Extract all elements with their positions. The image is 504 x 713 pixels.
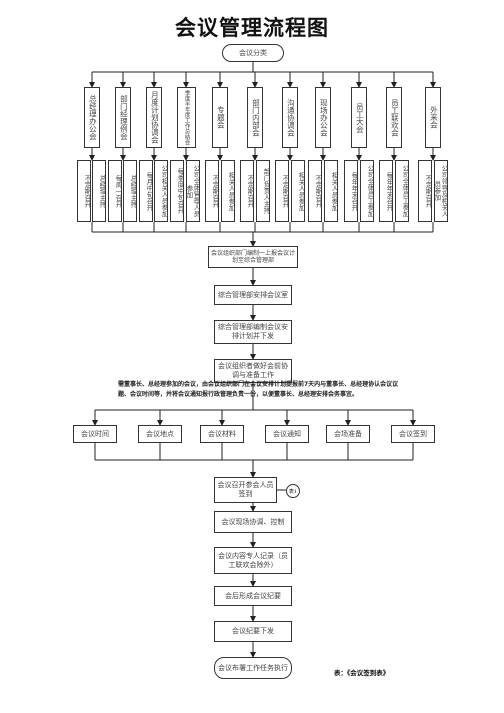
- leaf-node: 不定期召开: [77, 160, 91, 222]
- flow-step-onsite-control: 会议现场协调、控制: [214, 511, 292, 533]
- leaf-node: 不定期召开: [240, 160, 254, 222]
- flow-step-minutes-record: 会议内容专人记录（员工联欢会除外）: [214, 547, 292, 574]
- root-node: 会议分类: [222, 44, 284, 62]
- leaf-node: 部门负责人主持: [256, 160, 270, 222]
- leaf-node: 每月中旬召开: [139, 160, 153, 222]
- category-node: 部门经理例会: [115, 87, 131, 148]
- category-node: 员工联欢会: [386, 87, 402, 148]
- leaf-node: 公司全体管理人员参加: [185, 160, 200, 222]
- leaf-node: 每季度中旬召开: [170, 160, 184, 222]
- leaf-node: 公司全体员工参加: [395, 160, 409, 222]
- flow-step-meeting-start: 会议召开参会人员签到: [214, 477, 277, 503]
- category-node: 沟通协调会: [282, 87, 298, 148]
- preparation-note: 需董事长、总经理参加的会议，由会议组织部门在会议安排计划提报前7天内与董事长、总…: [118, 381, 399, 398]
- leaf-node: 不定期召开: [205, 160, 219, 222]
- prep-item-time: 会议时间: [73, 425, 117, 443]
- flow-step-arrange-room: 综合管理部安排会议室: [214, 285, 292, 305]
- flow-step-issue-minutes: 会议纪要下发: [214, 621, 292, 642]
- category-node: 员工大会: [351, 87, 367, 148]
- prep-item-signin: 会议签到: [391, 425, 435, 443]
- category-node: 外来会: [425, 87, 441, 148]
- leaf-node: 相关人员参加: [291, 160, 305, 222]
- category-node: 现场办公会: [315, 87, 331, 148]
- flow-step-preparation: 会议组织者做好会前协调与准备工作: [214, 359, 292, 383]
- flow-step-issue-plan: 综合管理部编制会议安排计划并下发: [214, 320, 292, 344]
- form-reference-circle: 表1: [286, 484, 300, 498]
- flow-step-submit-plan: 会议组织部门编制一上报会议计划至综合管理部: [208, 246, 298, 268]
- flow-step-task-execution: 会议布署工作任务执行: [214, 657, 292, 679]
- prep-item-venue-setup: 会场准备: [326, 425, 370, 443]
- leaf-node: 公司全体员工参加: [360, 160, 374, 222]
- leaf-node: 每年年末召开: [344, 160, 358, 222]
- flow-step-form-minutes: 会后形成会议纪要: [214, 586, 292, 606]
- prep-item-materials: 会议材料: [200, 425, 244, 443]
- leaf-node: 总经理主持: [123, 160, 137, 222]
- page-title: 会议管理流程图: [175, 16, 329, 40]
- category-node: 部门内部会: [247, 87, 263, 148]
- leaf-node: 不定期召开: [418, 160, 432, 222]
- prep-item-venue: 会议地点: [138, 425, 182, 443]
- leaf-node: 每周一召开: [108, 160, 122, 222]
- leaf-node: 总经理主持: [92, 160, 106, 222]
- signin-form-note: 表：《会议签到表》: [334, 669, 390, 677]
- leaf-node: 不定期召开: [275, 160, 289, 222]
- leaf-node: 相关人员参加: [324, 160, 338, 222]
- category-node: 专题会: [212, 87, 228, 148]
- leaf-node: 每年年末召开: [379, 160, 393, 222]
- category-node: 季度半年度工作总结会: [177, 87, 196, 148]
- leaf-node: 公司相关人员参加: [154, 160, 168, 222]
- leaf-node: 不定期召开: [308, 160, 322, 222]
- leaf-node: 相关人员参加: [221, 160, 235, 222]
- prep-item-notice: 会议通知: [265, 425, 309, 443]
- category-node: 总经理办公会: [84, 87, 100, 148]
- category-node: 月度计划协调会: [146, 87, 162, 148]
- leaf-node: 公司领导及相关人员参加: [433, 160, 448, 222]
